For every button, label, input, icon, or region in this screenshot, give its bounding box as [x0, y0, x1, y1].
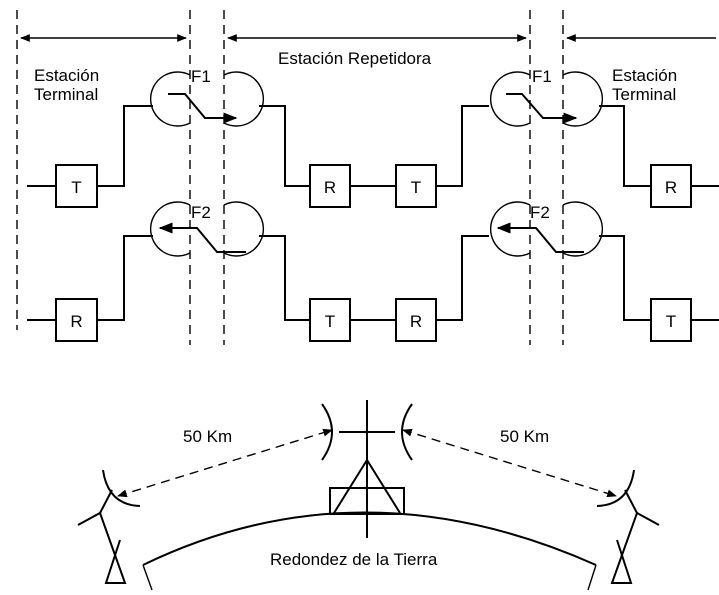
transmitter-label: T — [71, 178, 81, 197]
terminal-dish-right — [596, 469, 635, 507]
filter-f2-label: F2 — [530, 203, 550, 222]
tower-structure — [77, 511, 127, 584]
earth-curvature-arc — [142, 511, 597, 566]
right-terminal-tower — [596, 469, 660, 584]
signal-path — [97, 235, 153, 321]
tower-mast — [624, 489, 638, 514]
section-boundaries — [16, 10, 564, 345]
transmitter-box: T — [395, 164, 437, 208]
filter-switch-arrow — [168, 93, 238, 124]
filter-switch-arrow — [506, 93, 578, 124]
transmitter-box: T — [55, 164, 98, 208]
earth-curvature-arc-tail — [587, 564, 597, 591]
repeater-tower — [321, 400, 413, 538]
signal-path — [259, 235, 310, 321]
transmitter-label: T — [411, 178, 421, 197]
filter-half-circle — [223, 71, 265, 127]
left-terminal-tower — [77, 469, 141, 584]
signal-path — [97, 105, 153, 187]
distance-label-left: 50 Km — [183, 427, 232, 446]
filter-half-circle — [489, 201, 531, 257]
receiver-box: R — [650, 164, 692, 208]
receiver-label: R — [324, 178, 336, 197]
terminal-dish-left — [102, 469, 141, 507]
earth-curvature-arc-tail — [142, 564, 153, 591]
filter-f2-label: F2 — [191, 203, 211, 222]
filter-half-circle — [149, 201, 191, 257]
signal-path — [259, 105, 310, 187]
terminal-right-label-2: Terminal — [612, 85, 676, 104]
transmitter-box: T — [309, 298, 351, 342]
repeater-label: Estación Repetidora — [278, 49, 432, 68]
receiver-label: R — [70, 312, 82, 331]
signal-path — [599, 105, 651, 187]
filter-switch-arrow — [158, 222, 246, 253]
filter-half-circle — [562, 201, 604, 257]
terminal-left-label-1: Estación — [34, 66, 99, 85]
terminal-right-label-1: Estación — [612, 66, 677, 85]
receiver-box: R — [309, 164, 351, 208]
receiver-box: R — [55, 298, 98, 342]
signal-path — [436, 235, 489, 321]
distance-arrow-right — [402, 428, 617, 498]
filter-f1-label: F1 — [191, 67, 211, 86]
distance-arrow-left — [117, 428, 333, 498]
tower-mast — [99, 489, 113, 514]
receiver-label: R — [665, 178, 677, 197]
receiver-label: R — [410, 312, 422, 331]
distance-label-right: 50 Km — [500, 427, 549, 446]
transmitter-label: T — [325, 312, 335, 331]
earth-curvature-label: Redondez de la Tierra — [270, 550, 438, 569]
transmitter-label: T — [666, 312, 676, 331]
filter-f2-left: F2 — [149, 201, 265, 257]
bottom-signal-chain: F2 F2 R T R T — [27, 201, 719, 342]
filter-f1-label: F1 — [532, 67, 552, 86]
top-signal-chain: F1 F1 T R T R — [27, 67, 719, 208]
filter-f1-right: F1 — [489, 67, 604, 127]
filter-f1-left: F1 — [149, 67, 265, 127]
signal-path — [436, 105, 489, 187]
terminal-left-label-2: Terminal — [34, 85, 98, 104]
filter-half-circle — [562, 71, 604, 127]
receiver-box: R — [395, 298, 437, 342]
link-geometry-illustration: 50 Km 50 Km Redondez de la Tierra — [77, 400, 660, 591]
filter-half-circle — [223, 201, 265, 257]
filter-half-circle — [489, 71, 531, 127]
signal-path — [599, 235, 651, 321]
transmitter-box: T — [650, 298, 692, 342]
tower-structure — [610, 511, 660, 584]
filter-f2-right: F2 — [489, 201, 604, 257]
filter-half-circle — [149, 71, 191, 127]
filter-switch-arrow — [496, 222, 584, 253]
